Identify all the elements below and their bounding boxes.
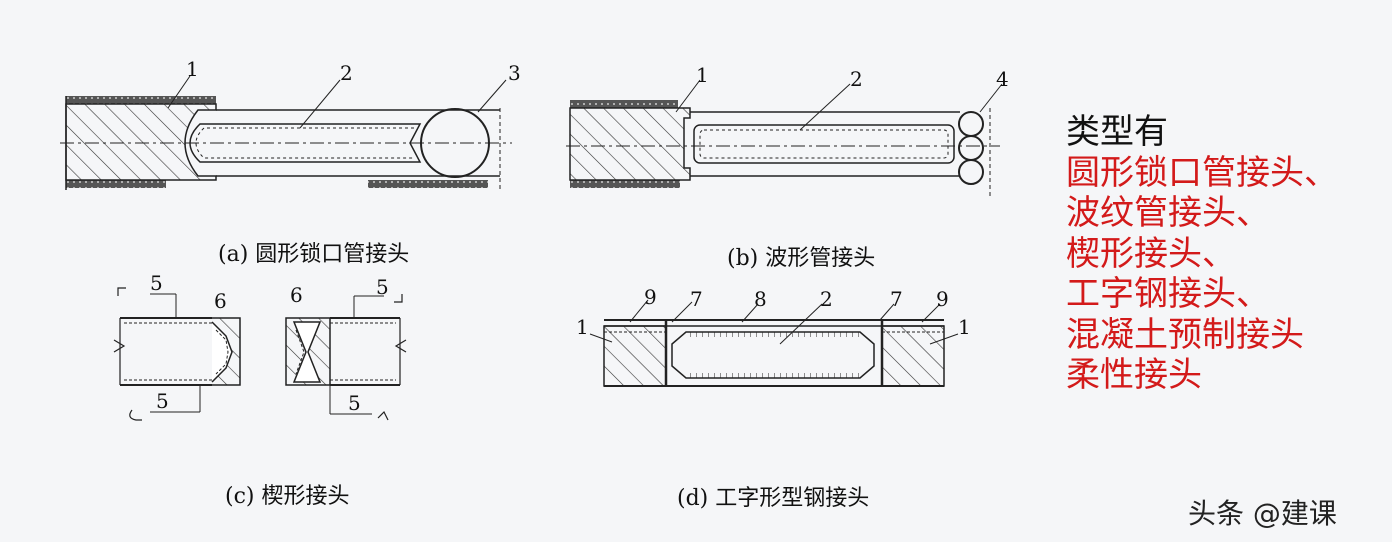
wave-pipe-3: [958, 159, 984, 185]
side-panel-item: 楔形接头、: [1066, 233, 1236, 274]
label-d-9-left: 9: [644, 285, 657, 309]
side-panel: 类型有 圆形锁口管接头、 波纹管接头、 楔形接头、 工字钢接头、 混凝土预制接头…: [1066, 112, 1338, 396]
label-c-6-right: 6: [290, 283, 303, 307]
wall-panel-b: [569, 107, 691, 181]
wall-panel-d-left: [603, 325, 667, 387]
figure-d: 1 9 7 8 2 7 9 1: [576, 285, 971, 387]
label-c-6-left: 6: [214, 289, 227, 313]
wave-pipe-2: [958, 135, 984, 161]
side-panel-item: 工字钢接头、: [1066, 274, 1270, 314]
label-b-2: 2: [850, 67, 863, 91]
label-d-8: 8: [754, 287, 767, 311]
soil-bottom-b: [570, 180, 680, 188]
label-d-2: 2: [820, 287, 833, 311]
figure-b: 1 2 4: [566, 63, 1009, 196]
label-d-1-right: 1: [958, 315, 971, 339]
rebar-cage-a: [189, 123, 422, 163]
side-panel-heading: 类型有: [1066, 112, 1168, 152]
caption-c: (c) 楔形接头: [225, 484, 350, 509]
figure-c: 5 6 5 6 5 5: [113, 271, 407, 421]
wall-panel-a: [65, 103, 217, 181]
wall-panel-d-right: [881, 325, 945, 387]
label-d-9-right: 9: [936, 287, 949, 311]
label-b-4: 4: [996, 67, 1009, 91]
label-c-5-top-left: 5: [150, 271, 163, 295]
figure-a: 1 2 3: [60, 57, 521, 190]
label-a-1: 1: [186, 57, 199, 81]
watermark: 头条 @建课: [1188, 497, 1337, 530]
wave-pipe-1: [958, 111, 984, 137]
caption-d: (d) 工字形型钢接头: [677, 486, 870, 511]
label-d-7-right: 7: [890, 287, 903, 311]
soil-bottom-right-a: [368, 180, 488, 188]
label-b-1: 1: [696, 63, 709, 87]
soil-top-a: [66, 96, 216, 104]
rebar-cage-d: [671, 331, 875, 379]
rebar-cage-b: [693, 124, 955, 164]
label-c-5-top-right: 5: [376, 275, 389, 299]
label-d-7-left: 7: [690, 287, 703, 311]
side-panel-item: 波纹管接头、: [1066, 193, 1270, 233]
soil-bottom-a: [66, 180, 166, 188]
caption-b: (b) 波形管接头: [727, 246, 876, 271]
label-a-3: 3: [508, 61, 521, 85]
label-c-5-bottom-right: 5: [348, 391, 361, 415]
side-panel-item: 混凝土预制接头: [1066, 314, 1304, 355]
caption-a: (a) 圆形锁口管接头: [218, 242, 410, 267]
label-c-5-bottom-left: 5: [156, 389, 169, 413]
side-panel-item: 圆形锁口管接头、: [1066, 152, 1338, 193]
side-panel-item: 柔性接头: [1066, 355, 1202, 395]
label-a-2: 2: [340, 61, 353, 85]
soil-top-b: [570, 100, 678, 108]
label-d-1-left: 1: [576, 315, 589, 339]
